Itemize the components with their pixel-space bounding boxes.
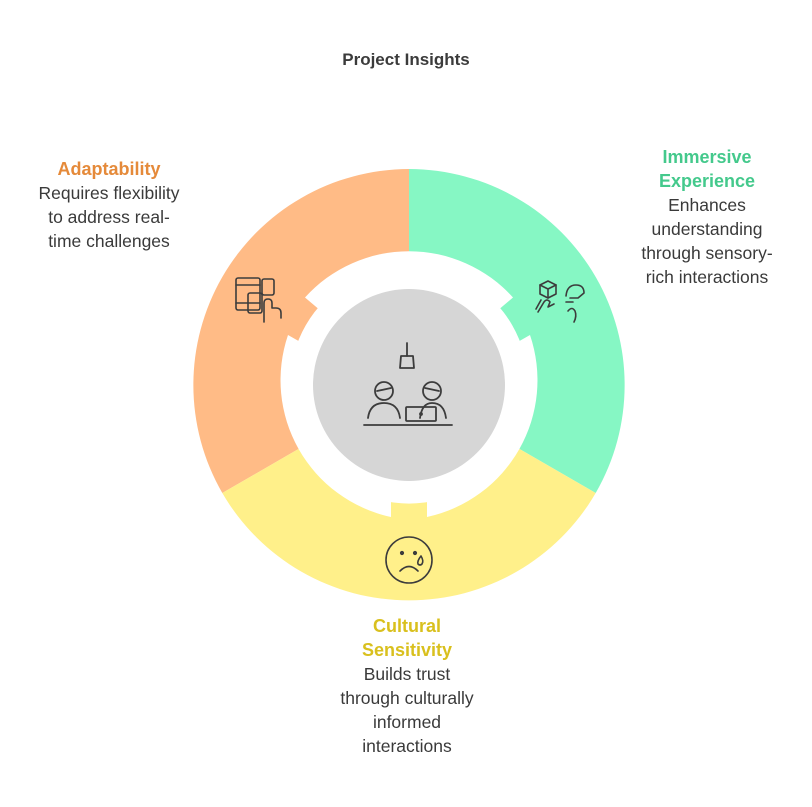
cultural-line: through culturally [340, 688, 474, 708]
center-circle [313, 289, 505, 481]
adaptability-line: to address real- [48, 207, 170, 227]
meeting-people-icon [363, 342, 453, 426]
segment-adaptability [193, 169, 409, 493]
sensory-interaction-icon [535, 280, 585, 323]
label-immersive-experience: Immersive Experience Enhances understand… [624, 145, 790, 289]
segment-cultural [222, 444, 596, 601]
cultural-line: Builds trust [363, 664, 451, 684]
adaptability-description: Requires flexibility to address real- ti… [20, 181, 198, 253]
cultural-heading: Cultural Sensitivity [318, 614, 496, 662]
cultural-line: informed [372, 712, 442, 732]
immersive-heading-line: Experience [658, 171, 756, 191]
immersive-line: understanding [651, 219, 763, 239]
inner-arc-left [280, 335, 391, 517]
label-cultural-sensitivity: Cultural Sensitivity Builds trust throug… [318, 614, 496, 758]
immersive-line: rich interactions [645, 267, 769, 287]
sad-face-icon [385, 536, 433, 584]
cultural-heading-line: Sensitivity [361, 640, 453, 660]
cultural-heading-line: Cultural [372, 616, 441, 636]
immersive-heading-line: Immersive [662, 147, 752, 167]
adaptability-heading: Adaptability [57, 159, 161, 179]
adaptability-line: time challenges [48, 231, 170, 251]
cultural-line: interactions [362, 736, 452, 756]
segment-immersive [409, 169, 625, 493]
immersive-line: Enhances [668, 195, 746, 215]
devices-touch-icon [235, 277, 282, 323]
immersive-line: through sensory- [641, 243, 773, 263]
diagram-title: Project Insights [342, 50, 470, 69]
inner-arc-right [427, 335, 538, 517]
immersive-heading: Immersive Experience [624, 145, 790, 193]
inner-arc-top [305, 251, 513, 322]
cultural-description: Builds trust through culturally informed… [318, 662, 496, 758]
immersive-description: Enhances understanding through sensory- … [624, 193, 790, 289]
adaptability-line: Requires flexibility [38, 183, 180, 203]
label-adaptability: Adaptability Requires flexibility to add… [20, 157, 198, 253]
